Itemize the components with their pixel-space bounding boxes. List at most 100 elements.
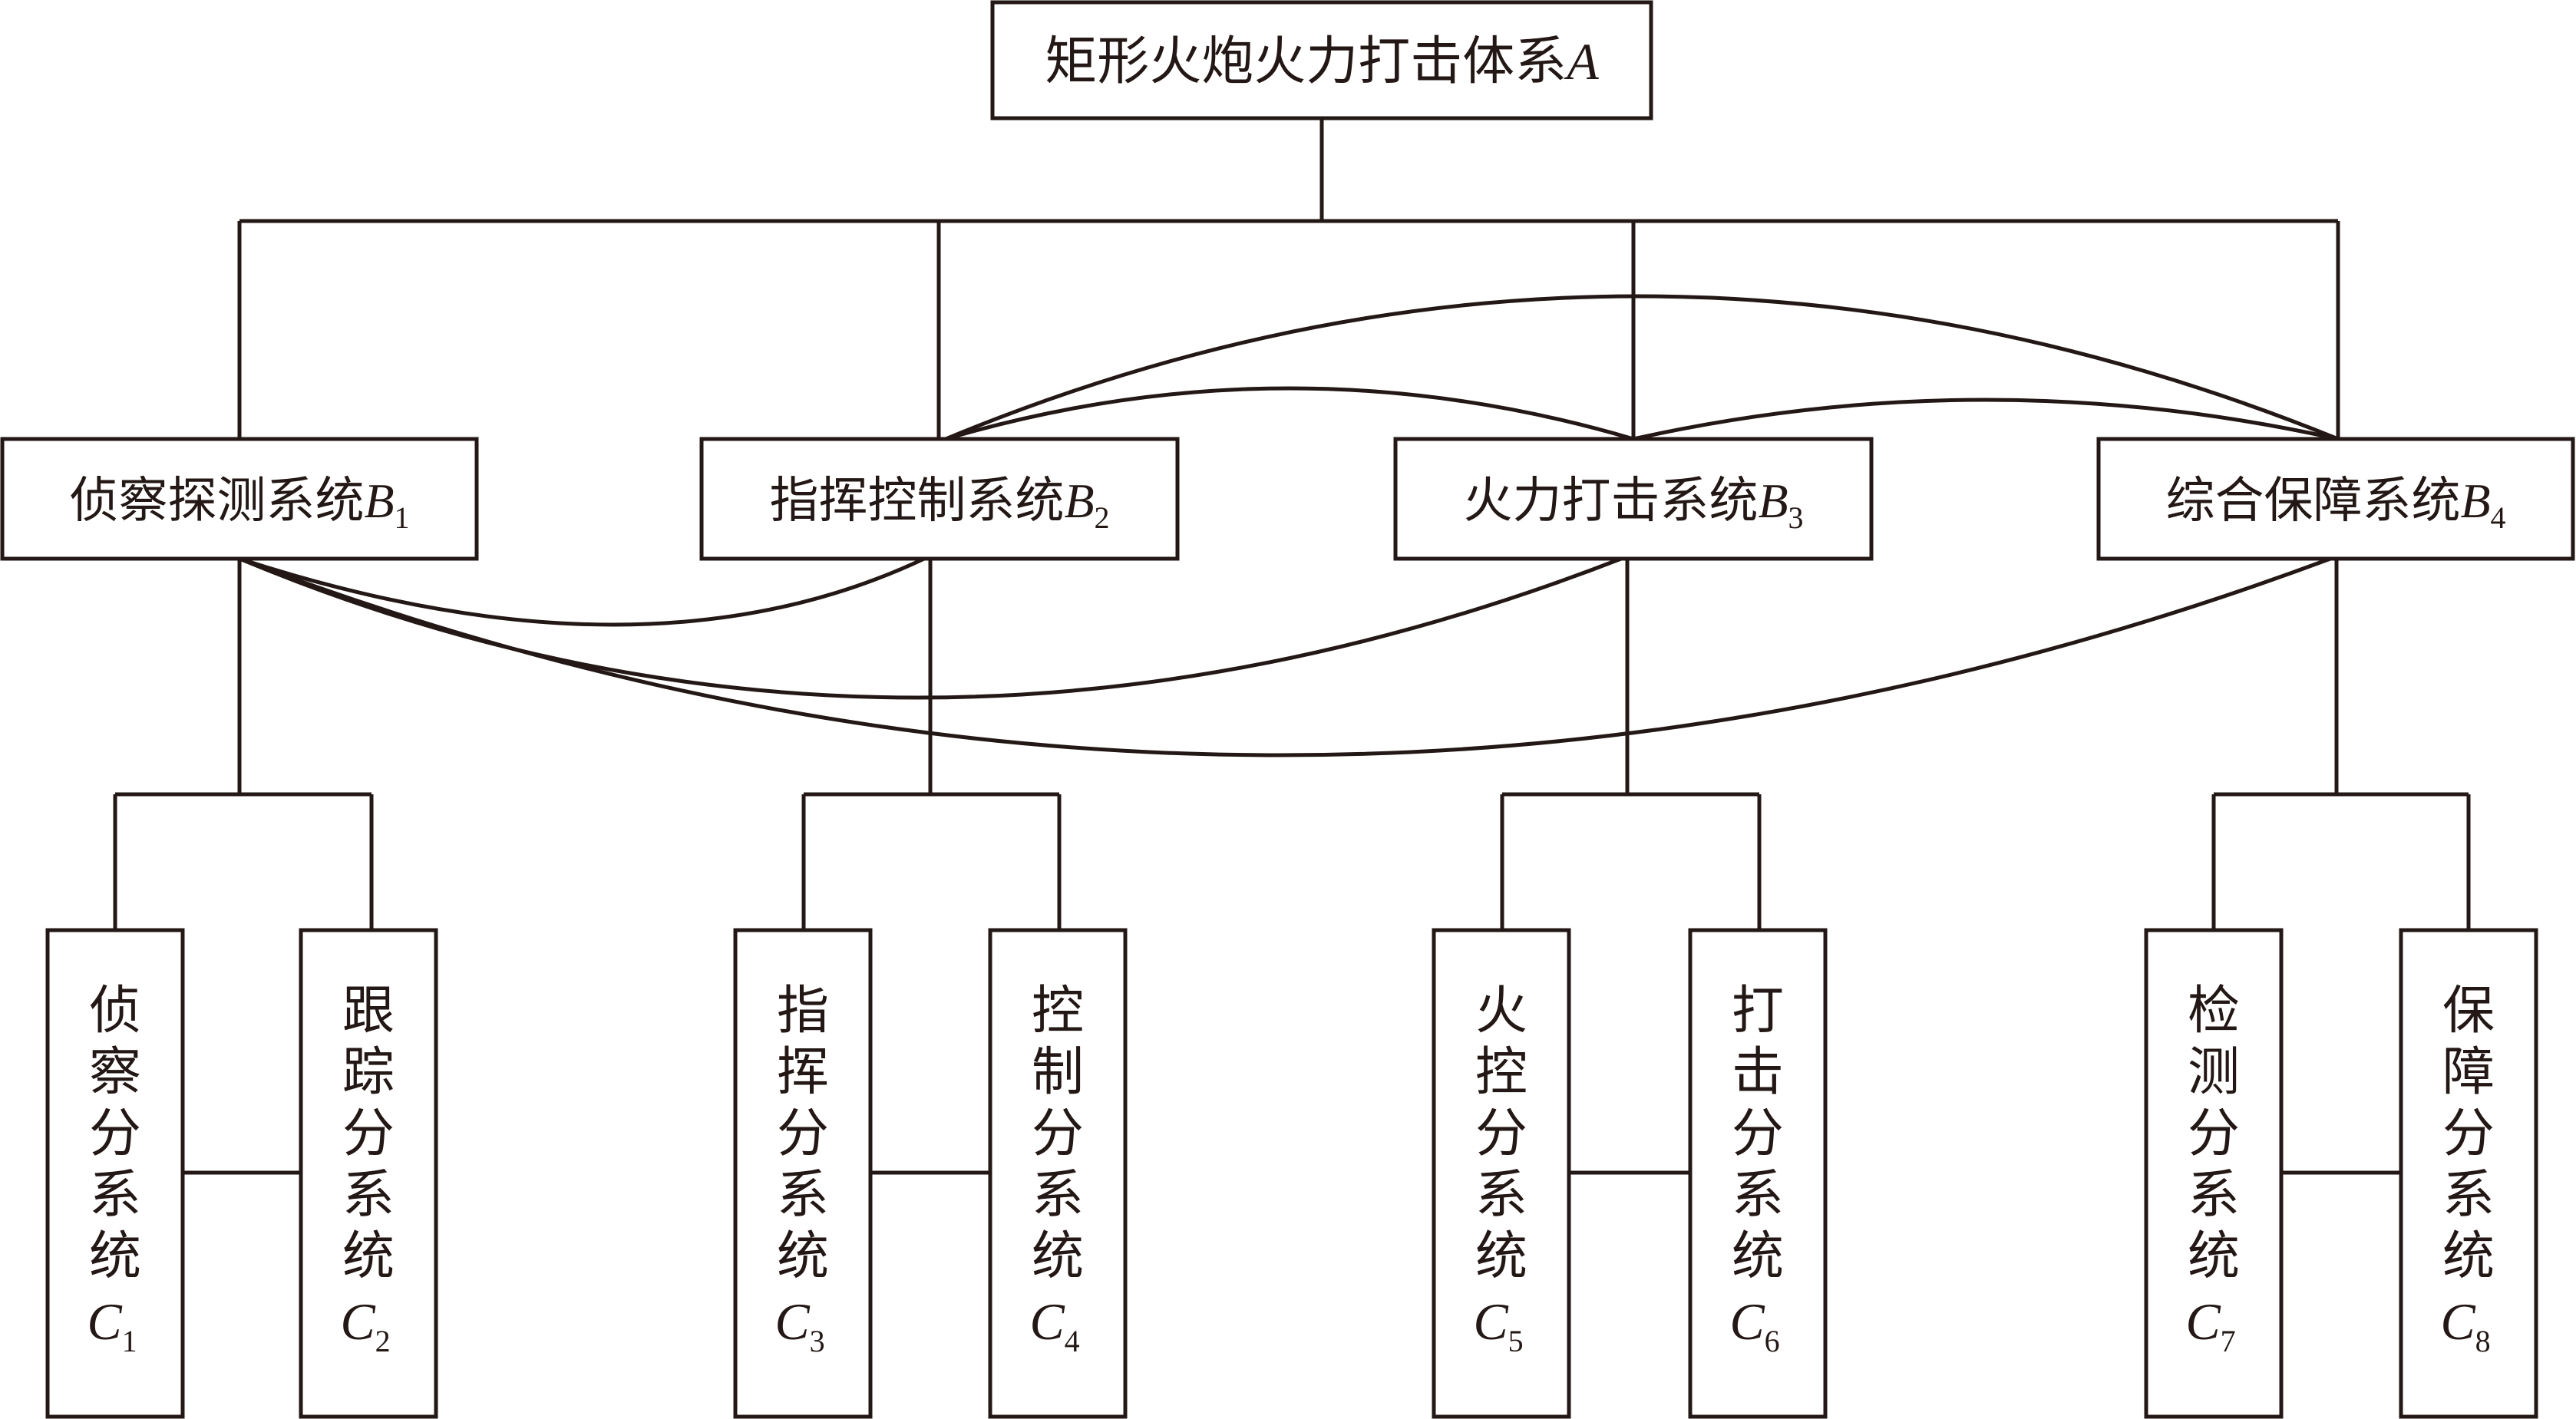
tree-connectors [113,118,2471,1175]
component-var-c8: C [2440,1292,2475,1351]
arc-b3-b4-top [1633,398,2339,441]
component-var-c6: C [1729,1292,1765,1351]
component-sub-c5: 5 [1508,1324,1524,1358]
component-var-label-c4: C4 [1029,1292,1079,1358]
component-box-c3 [733,928,873,1419]
component-char-c1-1: 侦 [89,981,141,1041]
arc-b2-b3-top [945,386,1634,441]
component-char-c4-1: 控 [1032,981,1084,1041]
component-char-c2-4: 系 [342,1165,395,1226]
subsystem-box-b4 [2096,437,2575,561]
component-char-c4-3: 分 [1032,1104,1084,1164]
component-box-c7 [2144,928,2284,1419]
subsystem-node-b1: 侦察探测系统B1 [0,437,479,561]
subsystem-box-b2 [699,437,1180,561]
root-label-var: A [1564,32,1599,91]
component-char-c2-1: 跟 [342,981,395,1041]
component-sub-c2: 2 [375,1324,391,1358]
subsystem-sub-b3: 3 [1788,500,1804,535]
subsystem-text-b2: 指挥控制系统 [769,473,1064,530]
component-var-c5: C [1473,1292,1508,1351]
interrelation-arcs [239,294,2339,757]
component-sub-c3: 3 [810,1324,825,1358]
root-label: 矩形火炮火力打击体系A [1045,31,1599,92]
subsystem-sub-b1: 1 [395,500,410,535]
component-nodes: 侦察分系统C1跟踪分系统C2指挥分系统C3控制分系统C4火控分系统C5打击分系统… [45,928,2538,1419]
component-char-c6-2: 击 [1732,1042,1784,1103]
connector-b1-children [113,559,374,930]
component-var-label-c6: C6 [1729,1292,1779,1358]
subsystem-var-b1: B [364,474,394,528]
component-char-c3-5: 统 [777,1226,829,1287]
component-char-c2-5: 统 [342,1226,395,1287]
component-var-label-c3: C3 [774,1292,824,1358]
component-char-c6-1: 打 [1732,981,1784,1041]
component-char-c4-4: 系 [1032,1165,1084,1226]
component-char-c7-3: 分 [2188,1104,2240,1164]
subsystem-label-b2: 指挥控制系统B2 [769,473,1109,535]
component-char-c7-2: 测 [2188,1042,2240,1103]
component-char-c3-3: 分 [777,1104,829,1164]
subsystem-text-b4: 综合保障系统 [2165,473,2460,530]
component-box-c5 [1432,928,1571,1419]
component-sub-c7: 7 [2221,1324,2236,1358]
component-char-c2-2: 踪 [342,1042,395,1103]
component-char-c5-5: 统 [1475,1226,1527,1287]
subsystem-label-b3: 火力打击系统B3 [1463,473,1803,535]
subsystem-text-b3: 火力打击系统 [1463,473,1758,530]
component-char-c6-3: 分 [1732,1104,1784,1164]
component-char-c5-3: 分 [1475,1104,1527,1164]
component-box-c2 [299,928,438,1419]
component-char-c1-3: 分 [89,1104,141,1164]
subsystem-node-b3: 火力打击系统B3 [1393,437,1874,561]
component-var-c3: C [774,1292,810,1351]
component-char-c1-2: 察 [89,1042,141,1103]
component-char-c7-5: 统 [2188,1226,2240,1287]
component-char-c8-5: 统 [2442,1226,2495,1287]
component-var-label-c2: C2 [340,1292,390,1358]
component-var-label-c8: C8 [2440,1292,2490,1358]
component-char-c8-3: 分 [2442,1104,2495,1164]
subsystem-box-b3 [1393,437,1874,561]
component-box-c8 [2399,928,2538,1419]
subsystem-var-b2: B [1064,474,1094,528]
component-var-c1: C [87,1292,122,1351]
component-box-c4 [988,928,1128,1419]
component-char-c4-2: 制 [1032,1042,1084,1103]
component-char-c3-1: 指 [777,981,829,1041]
component-char-c2-3: 分 [342,1104,395,1164]
root-box [990,0,1653,120]
component-var-label-c7: C7 [2185,1292,2235,1358]
connector-b3-children [1500,559,1762,930]
component-char-c7-1: 检 [2188,981,2240,1041]
arc-b1-b2-bottom [239,556,926,627]
component-char-c7-4: 系 [2188,1165,2240,1226]
subsystem-var-b4: B [2460,474,2490,528]
component-var-label-c1: C1 [87,1292,137,1358]
subsystem-label-b1: 侦察探测系统B1 [69,473,409,535]
component-char-c3-2: 挥 [777,1042,829,1103]
component-var-c4: C [1029,1292,1065,1351]
component-char-c8-4: 系 [2442,1165,2495,1226]
subsystem-var-b3: B [1758,474,1788,528]
component-char-c5-1: 火 [1475,981,1527,1041]
component-char-c1-4: 系 [89,1165,141,1226]
root-node: 矩形火炮火力打击体系A [990,0,1653,120]
component-box-c1 [45,928,185,1419]
arc-b1-b4-bottom [239,556,2331,757]
subsystem-text-b1: 侦察探测系统 [69,473,364,530]
connector-b2-children [801,559,1062,930]
component-char-c3-4: 系 [777,1165,829,1226]
subsystem-sub-b4: 4 [2491,500,2506,535]
component-char-c5-4: 系 [1475,1165,1527,1226]
component-char-c8-2: 障 [2442,1042,2495,1103]
subsystem-box-b1 [0,437,479,561]
